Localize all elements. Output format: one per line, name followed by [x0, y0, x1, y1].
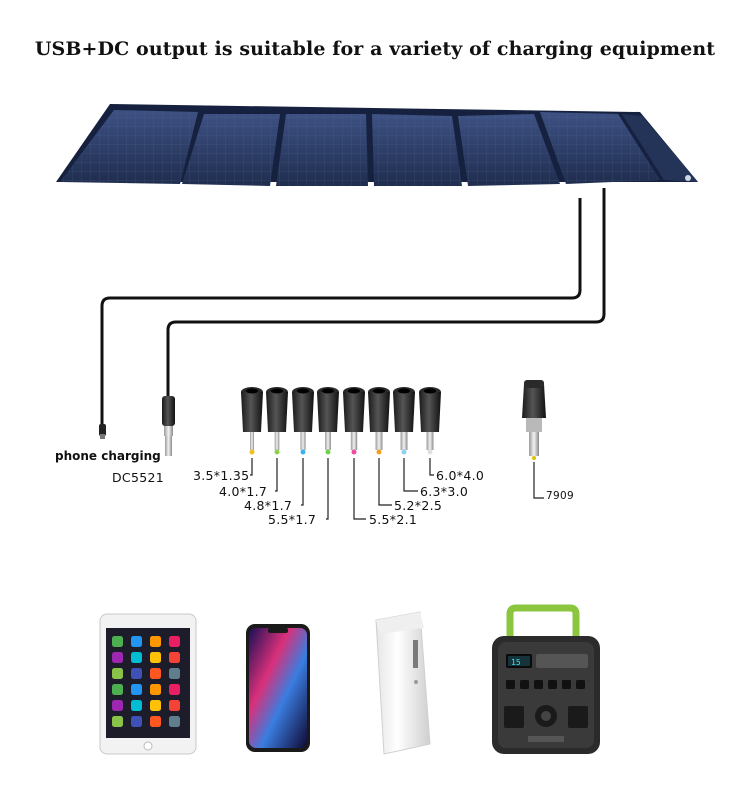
app-icon [112, 636, 123, 647]
leader-line [326, 458, 329, 520]
tip-label-5.5x1.7: 5.5*1.7 [268, 512, 317, 527]
app-icon [131, 716, 142, 727]
tip-label-4.0x1.7: 4.0*1.7 [219, 484, 268, 499]
app-icon [169, 716, 180, 727]
app-icon [169, 700, 180, 711]
tip-label-5.5x2.1: 5.5*2.1 [369, 512, 418, 527]
tablet-image [99, 613, 197, 755]
adapter-tip [393, 387, 415, 455]
port [562, 680, 571, 689]
leader-line [250, 458, 253, 476]
app-icon [150, 684, 161, 695]
usb-connector [99, 424, 106, 439]
port [506, 680, 515, 689]
leader-line [275, 458, 278, 492]
phone-image [246, 624, 310, 752]
app-icon [150, 716, 161, 727]
power-station-image: 15 [492, 604, 600, 754]
app-icon [169, 668, 180, 679]
app-icon [112, 684, 123, 695]
app-icon [150, 636, 161, 647]
tip-label-4.8x1.7: 4.8*1.7 [244, 498, 293, 513]
tip-label-6.0x4.0: 6.0*4.0 [436, 468, 485, 483]
dc5521-label: DC5521 [112, 470, 164, 485]
adapter-tip [292, 387, 314, 455]
leader-line [429, 458, 434, 476]
adapter-7909 [522, 380, 546, 499]
leader-line [301, 458, 304, 506]
app-icon [112, 716, 123, 727]
page-title: USB+DC output is suitable for a variety … [34, 38, 716, 60]
app-icon [131, 652, 142, 663]
adapter-tip [419, 387, 441, 455]
app-icon [131, 700, 142, 711]
tip-label-5.2x2.5: 5.2*2.5 [394, 498, 443, 513]
port [576, 680, 585, 689]
tip-label-7909: 7909 [546, 490, 574, 502]
app-icon [112, 668, 123, 679]
power-bank-image [375, 611, 431, 755]
svg-text:15: 15 [511, 658, 521, 667]
app-icon [131, 684, 142, 695]
port [548, 680, 557, 689]
cables [100, 188, 606, 430]
app-icon [150, 668, 161, 679]
app-icon [169, 652, 180, 663]
app-icon [131, 668, 142, 679]
dc5521-plug [162, 396, 175, 456]
adapter-tip [317, 387, 339, 455]
app-icon [169, 684, 180, 695]
leader-line [378, 458, 392, 506]
leader-line [353, 458, 366, 520]
solar-panel [56, 104, 698, 186]
port [534, 680, 543, 689]
leader-line [403, 458, 418, 492]
tip-label-3.5x1.35: 3.5*1.35 [193, 468, 250, 483]
leader-lines [250, 458, 434, 520]
app-icon [169, 636, 180, 647]
adapter-tip [368, 387, 390, 455]
app-icon [131, 636, 142, 647]
phone-charging-label: phone charging [55, 449, 161, 463]
app-icon [112, 700, 123, 711]
adapter-tips [241, 387, 441, 455]
app-icon [112, 652, 123, 663]
tip-label-6.3x3.0: 6.3*3.0 [420, 484, 469, 499]
app-icon [150, 652, 161, 663]
adapter-tip [266, 387, 288, 455]
port [520, 680, 529, 689]
adapter-tip [343, 387, 365, 455]
adapter-tip [241, 387, 263, 455]
app-icon [150, 700, 161, 711]
